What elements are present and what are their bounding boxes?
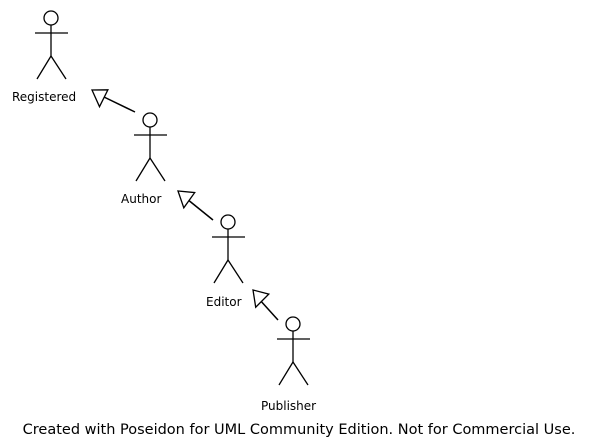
actor-author-figure[interactable]: [134, 112, 167, 182]
footer-watermark-text: Created with Poseidon for UML Community …: [22, 422, 576, 438]
actor-label-author: Author: [121, 192, 162, 206]
actor-publisher-figure[interactable]: [277, 316, 310, 386]
generalization-editor-to-author: [177, 190, 214, 221]
actor-label-publisher: Publisher: [261, 399, 317, 413]
actor-label-registered: Registered: [12, 90, 77, 104]
actor-registered-figure[interactable]: [35, 10, 68, 80]
actor-label-editor: Editor: [206, 295, 242, 309]
generalization-publisher-to-editor: [252, 289, 279, 321]
generalization-author-to-registered: [91, 89, 136, 113]
actor-editor-figure[interactable]: [212, 214, 245, 284]
